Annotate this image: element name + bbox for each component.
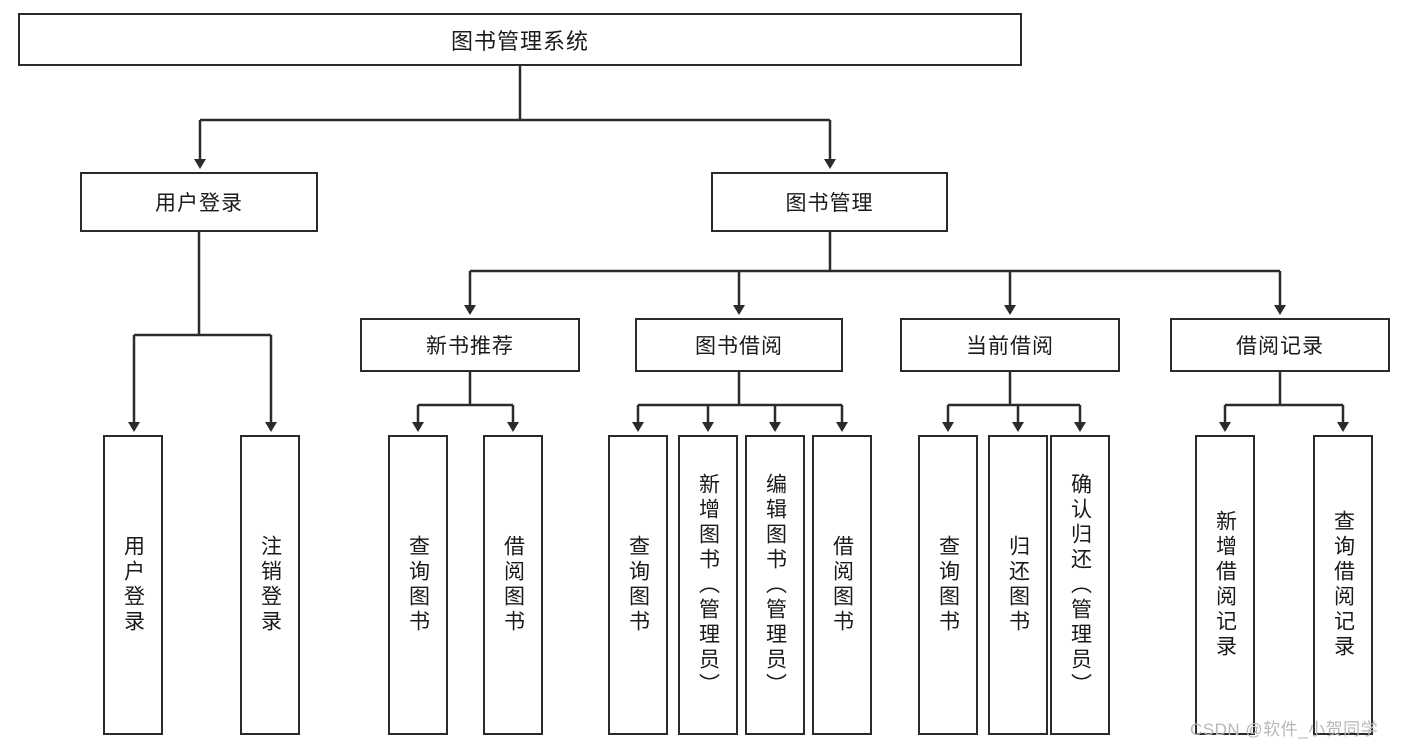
node-current-borrow[interactable]: 当前借阅 xyxy=(900,318,1120,372)
node-leaf-confirm-return[interactable]: 确认归还（管理员） xyxy=(1050,435,1110,735)
node-leaf-edit-book-label: 编辑图书（管理员） xyxy=(763,472,787,698)
node-book-management-label: 图书管理 xyxy=(785,192,874,215)
node-leaf-return-book[interactable]: 归还图书 xyxy=(988,435,1048,735)
node-user-login[interactable]: 用户登录 xyxy=(80,172,318,232)
node-leaf-logout-login-label: 注销登录 xyxy=(258,535,282,635)
node-leaf-logout-login[interactable]: 注销登录 xyxy=(240,435,300,735)
node-leaf-borrow-book-2[interactable]: 借阅图书 xyxy=(812,435,872,735)
node-leaf-edit-book[interactable]: 编辑图书（管理员） xyxy=(745,435,805,735)
node-book-management[interactable]: 图书管理 xyxy=(711,172,948,232)
node-leaf-add-book-label: 新增图书（管理员） xyxy=(696,472,720,698)
node-leaf-borrow-book-1-label: 借阅图书 xyxy=(501,535,525,635)
node-leaf-user-login[interactable]: 用户登录 xyxy=(103,435,163,735)
node-user-login-label: 用户登录 xyxy=(155,192,243,215)
node-borrow-record[interactable]: 借阅记录 xyxy=(1170,318,1390,372)
node-leaf-query-book-2-label: 查询图书 xyxy=(626,535,650,635)
watermark: CSDN @软件_小贺同学 xyxy=(1190,720,1379,739)
node-new-book-recommend[interactable]: 新书推荐 xyxy=(360,318,580,372)
node-book-borrow-label: 图书借阅 xyxy=(695,335,783,358)
node-root[interactable]: 图书管理系统 xyxy=(18,13,1022,66)
node-leaf-add-book[interactable]: 新增图书（管理员） xyxy=(678,435,738,735)
node-root-label: 图书管理系统 xyxy=(450,28,589,54)
node-leaf-borrow-book-1[interactable]: 借阅图书 xyxy=(483,435,543,735)
node-current-borrow-label: 当前借阅 xyxy=(966,335,1054,358)
node-leaf-user-login-label: 用户登录 xyxy=(121,535,145,635)
node-new-book-recommend-label: 新书推荐 xyxy=(426,335,514,358)
node-leaf-query-book-2[interactable]: 查询图书 xyxy=(608,435,668,735)
node-leaf-query-record-label: 查询借阅记录 xyxy=(1331,510,1355,660)
node-leaf-add-record-label: 新增借阅记录 xyxy=(1213,510,1237,660)
node-book-borrow[interactable]: 图书借阅 xyxy=(635,318,843,372)
node-leaf-query-book-1-label: 查询图书 xyxy=(406,535,430,635)
node-leaf-return-book-label: 归还图书 xyxy=(1006,535,1030,635)
node-leaf-confirm-return-label: 确认归还（管理员） xyxy=(1068,472,1092,698)
node-leaf-query-record[interactable]: 查询借阅记录 xyxy=(1313,435,1373,735)
node-leaf-query-book-3-label: 查询图书 xyxy=(936,535,960,635)
node-leaf-borrow-book-2-label: 借阅图书 xyxy=(830,535,854,635)
node-leaf-query-book-3[interactable]: 查询图书 xyxy=(918,435,978,735)
node-borrow-record-label: 借阅记录 xyxy=(1236,335,1324,358)
node-leaf-add-record[interactable]: 新增借阅记录 xyxy=(1195,435,1255,735)
node-leaf-query-book-1[interactable]: 查询图书 xyxy=(388,435,448,735)
